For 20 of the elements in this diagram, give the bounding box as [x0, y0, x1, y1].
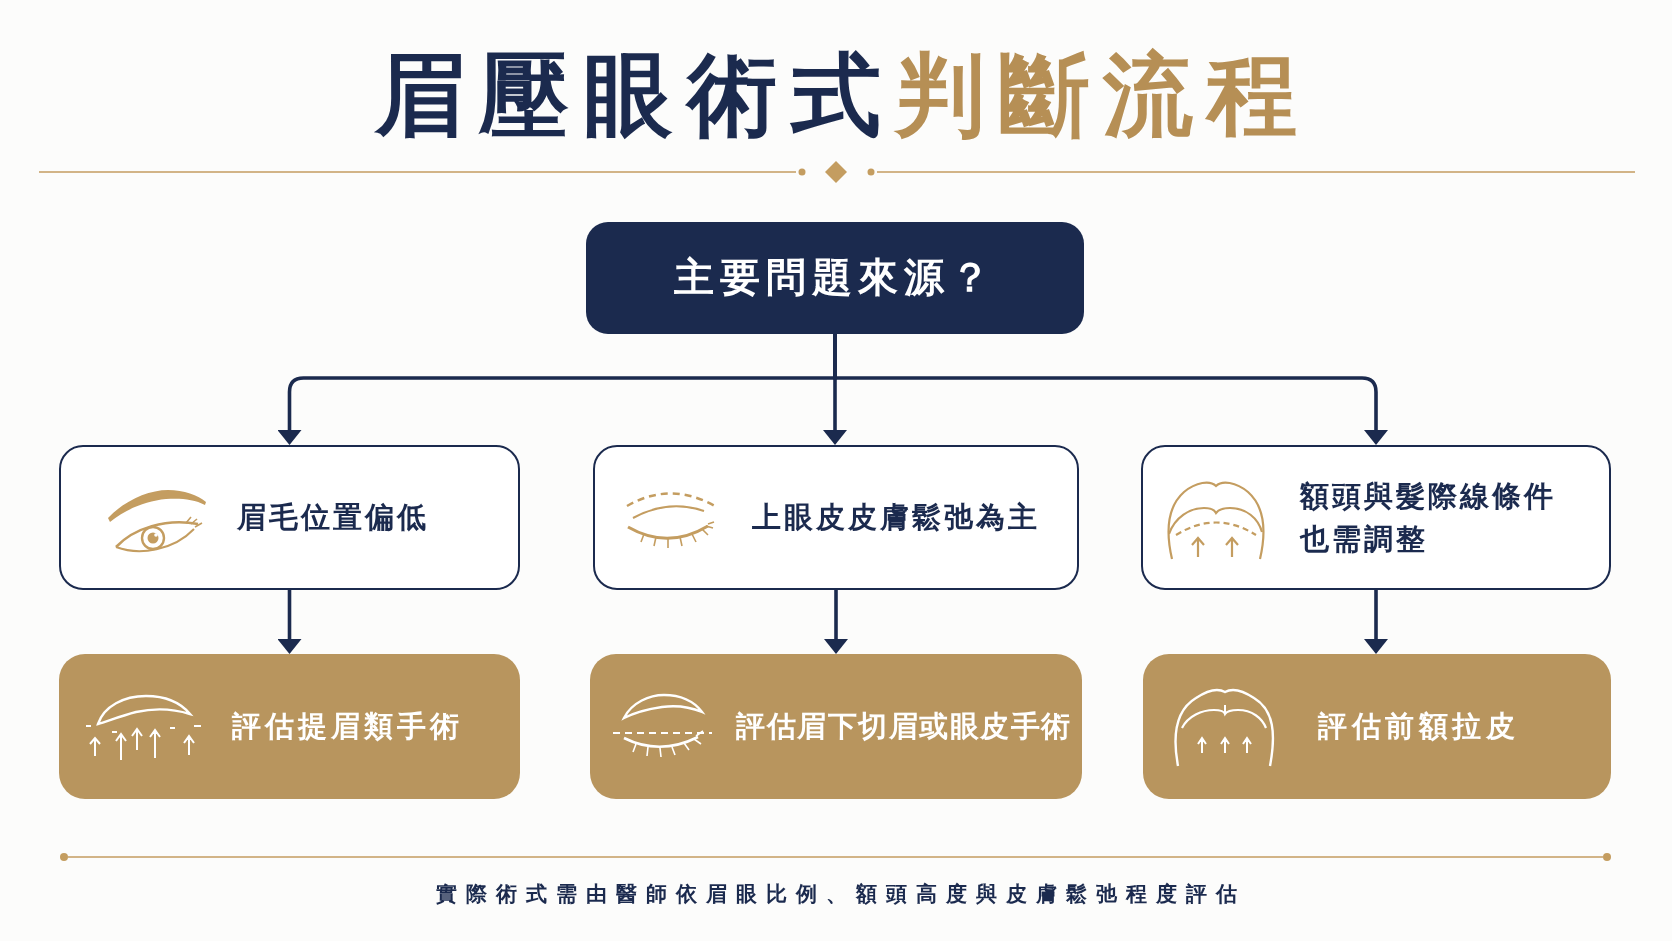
- arrow: [1364, 590, 1388, 654]
- procedure-text: 評估提眉類手術: [232, 708, 463, 744]
- condition-text: 眉毛位置偏低: [237, 499, 429, 535]
- arrow: [824, 590, 848, 654]
- procedure-box: [1143, 654, 1611, 799]
- title: 眉壓眼術式判斷流程: [375, 45, 1311, 147]
- condition-text: 額頭與髮際線條件也需調整: [1300, 478, 1557, 557]
- condition-box: [59, 445, 520, 590]
- condition-box: [1141, 445, 1611, 590]
- procedure-box: [590, 654, 1082, 799]
- question-text: 主要問題來源？: [674, 254, 996, 302]
- condition-box: [593, 445, 1079, 590]
- question-box: [586, 222, 1084, 334]
- arrow: [277, 590, 302, 654]
- footnote-text: 實際術式需由醫師依眉眼比例、額頭高度與皮膚鬆弛程度評估: [436, 881, 1246, 908]
- procedure-text: 評估前額拉皮: [1318, 708, 1519, 744]
- procedure-text: 評估眉下切眉或眼皮手術: [736, 708, 1072, 744]
- procedure-box: [59, 654, 520, 799]
- arrow: [833, 334, 1388, 445]
- condition-text: 上眼皮皮膚鬆弛為主: [752, 499, 1040, 535]
